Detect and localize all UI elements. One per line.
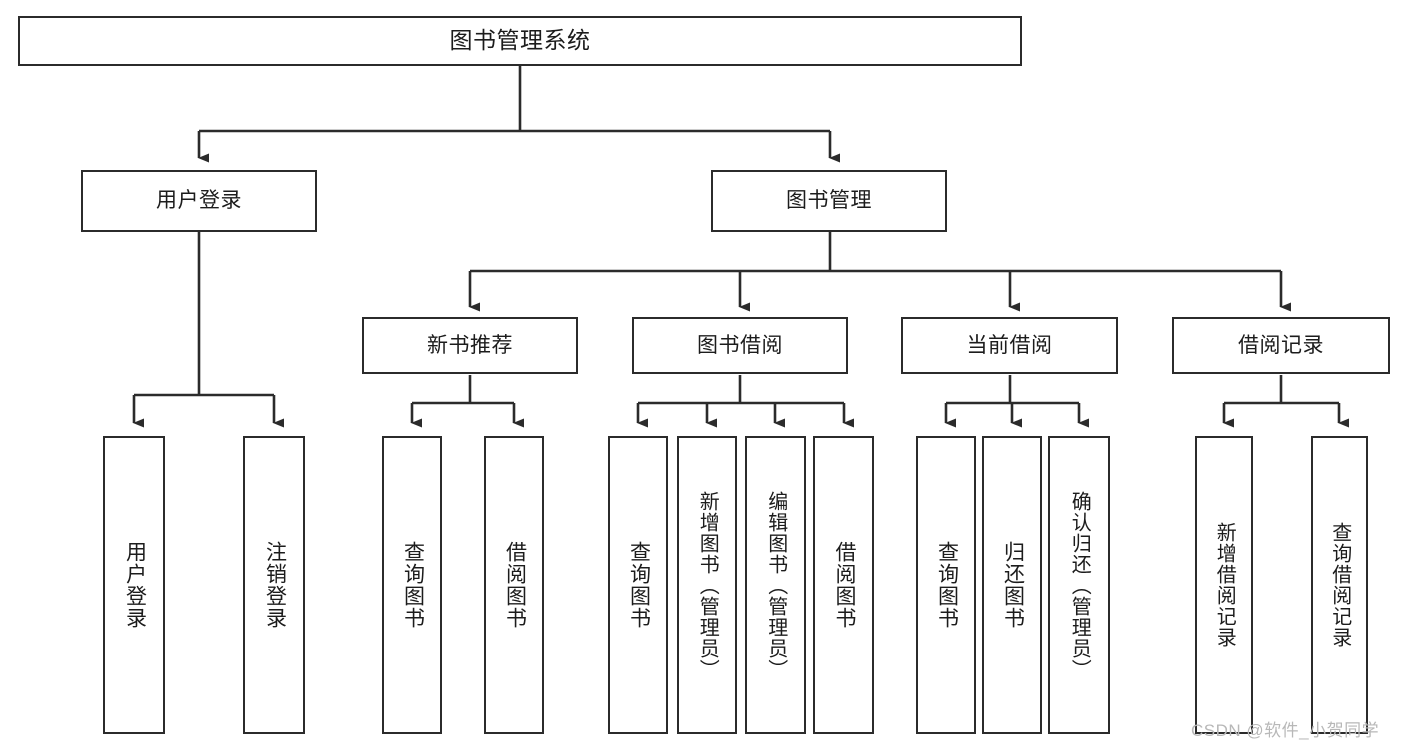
node-label: 用户登录 bbox=[123, 541, 147, 629]
node-label: 查询图书 bbox=[935, 541, 959, 629]
leaf-add-borrow-record[interactable]: 新增借阅记录 bbox=[1195, 436, 1253, 734]
node-book-management[interactable]: 图书管理 bbox=[711, 170, 947, 232]
watermark-text: CSDN @软件_小贺同学 bbox=[1191, 721, 1380, 740]
leaf-logout[interactable]: 注销登录 bbox=[243, 436, 305, 734]
leaf-add-book-admin[interactable]: 新增图书（管理员） bbox=[677, 436, 737, 734]
node-label: 借阅图书 bbox=[503, 541, 527, 629]
node-label: 归还图书 bbox=[1001, 541, 1025, 629]
leaf-user-login[interactable]: 用户登录 bbox=[103, 436, 165, 734]
node-current-borrow[interactable]: 当前借阅 bbox=[901, 317, 1118, 374]
node-label: 新书推荐 bbox=[427, 333, 513, 357]
node-label: 查询借阅记录 bbox=[1328, 522, 1351, 648]
leaf-confirm-return-admin[interactable]: 确认归还（管理员） bbox=[1048, 436, 1110, 734]
node-label: 当前借阅 bbox=[966, 333, 1053, 357]
node-label: 借阅记录 bbox=[1238, 333, 1324, 357]
leaf-query-book-borrow[interactable]: 查询图书 bbox=[608, 436, 668, 734]
node-book-borrow[interactable]: 图书借阅 bbox=[632, 317, 848, 374]
node-label: 新增图书（管理员） bbox=[696, 490, 719, 680]
node-new-book-recommend[interactable]: 新书推荐 bbox=[362, 317, 578, 374]
leaf-edit-book-admin[interactable]: 编辑图书（管理员） bbox=[745, 436, 806, 734]
leaf-query-book-recommend[interactable]: 查询图书 bbox=[382, 436, 442, 734]
node-label: 图书管理系统 bbox=[449, 27, 591, 54]
node-label: 查询图书 bbox=[627, 541, 651, 629]
node-label: 借阅图书 bbox=[832, 541, 856, 629]
node-label: 查询图书 bbox=[401, 541, 425, 629]
node-label: 新增借阅记录 bbox=[1213, 522, 1236, 648]
leaf-query-borrow-record[interactable]: 查询借阅记录 bbox=[1311, 436, 1368, 734]
node-label: 编辑图书（管理员） bbox=[764, 490, 787, 680]
node-label: 用户登录 bbox=[156, 189, 242, 213]
leaf-borrow-book[interactable]: 借阅图书 bbox=[813, 436, 874, 734]
leaf-return-book[interactable]: 归还图书 bbox=[982, 436, 1042, 734]
node-user-login[interactable]: 用户登录 bbox=[81, 170, 317, 232]
node-borrow-record[interactable]: 借阅记录 bbox=[1172, 317, 1390, 374]
leaf-borrow-book-recommend[interactable]: 借阅图书 bbox=[484, 436, 544, 734]
node-label: 图书管理 bbox=[786, 189, 872, 213]
node-label: 图书借阅 bbox=[697, 333, 783, 357]
node-label: 确认归还（管理员） bbox=[1068, 490, 1091, 680]
node-label: 注销登录 bbox=[263, 541, 287, 629]
leaf-query-book-current[interactable]: 查询图书 bbox=[916, 436, 976, 734]
node-root-system[interactable]: 图书管理系统 bbox=[18, 16, 1022, 66]
